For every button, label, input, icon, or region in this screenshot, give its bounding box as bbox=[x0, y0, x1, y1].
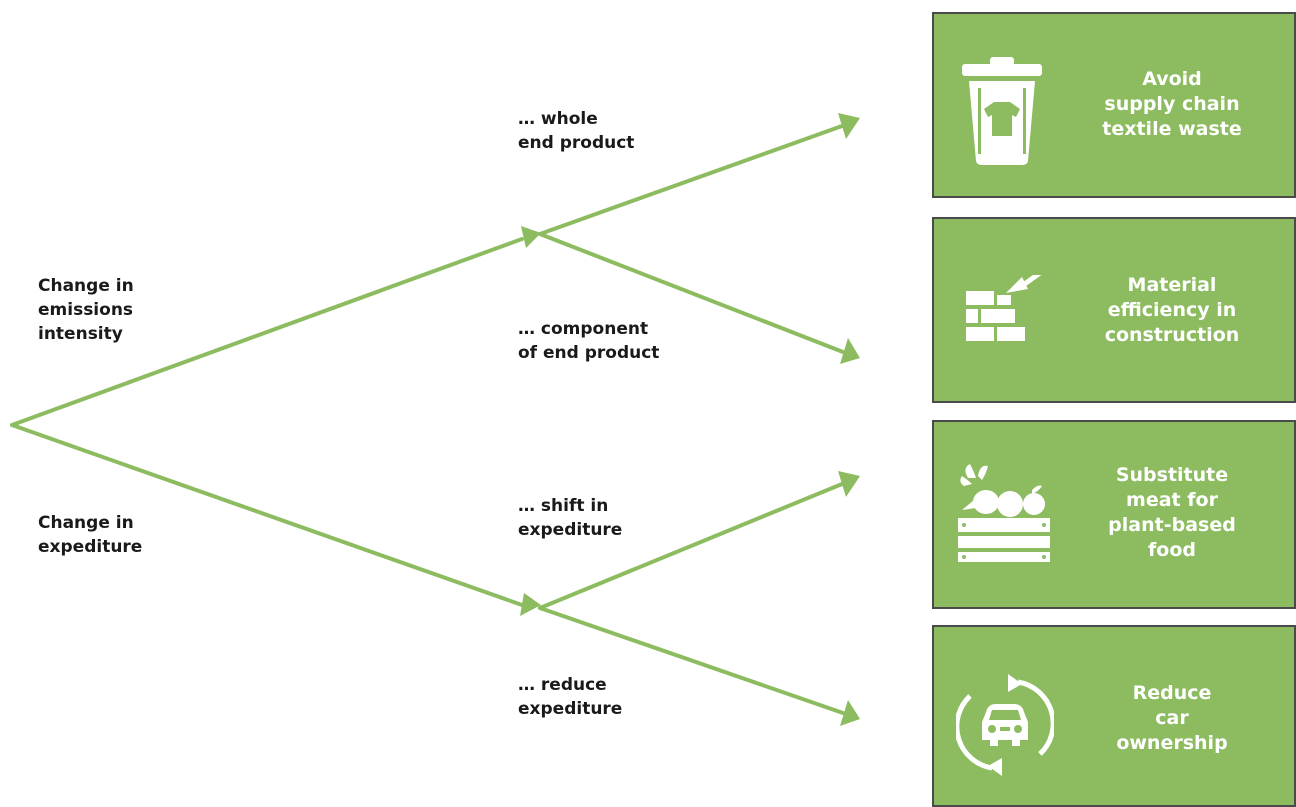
vegetable-crate-icon bbox=[958, 464, 1050, 562]
branch-label-component: … component of end product bbox=[518, 319, 660, 363]
outcome-box-car-ownership: Reduce car ownership bbox=[932, 625, 1296, 807]
root-label-expediture: Change in expediture bbox=[38, 513, 143, 557]
branch-line-reduce bbox=[538, 606, 845, 715]
outcome-label: Substitute meat for plant-based food bbox=[1108, 464, 1236, 561]
arrowhead-mid-upper bbox=[521, 226, 541, 248]
arrowhead-whole bbox=[838, 113, 860, 139]
arrowhead-shift bbox=[838, 471, 860, 497]
outcome-label: Material efficiency in construction bbox=[1104, 274, 1240, 346]
branch-line-root-lower bbox=[10, 423, 524, 607]
outcome-label: Avoid supply chain textile waste bbox=[1102, 68, 1242, 140]
arrowhead-mid-lower bbox=[520, 593, 541, 616]
arrowhead-reduce bbox=[840, 700, 860, 726]
outcome-label: Reduce car ownership bbox=[1116, 682, 1228, 754]
bricks-and-trowel-icon bbox=[966, 275, 1042, 341]
root-label-emissions-intensity: Change in emissions intensity bbox=[38, 276, 134, 344]
trash-can-with-tshirt-icon bbox=[962, 57, 1042, 165]
car-with-cycle-arrows-icon bbox=[956, 674, 1054, 776]
outcome-box-textile-waste: Avoid supply chain textile waste bbox=[932, 12, 1296, 198]
branch-label-reduce-expediture: … reduce expediture bbox=[518, 675, 623, 719]
branch-line-shift bbox=[538, 482, 844, 610]
branch-label-shift-in-expediture: … shift in expediture bbox=[518, 496, 623, 540]
branch-line-root-upper bbox=[10, 237, 524, 427]
branch-line-component bbox=[538, 232, 845, 354]
arrowhead-component bbox=[840, 338, 860, 364]
branch-label-whole-end-product: … whole end product bbox=[518, 109, 635, 153]
branch-line-whole bbox=[538, 124, 844, 236]
outcome-box-construction: Material efficiency in construction bbox=[932, 217, 1296, 403]
outcome-box-plant-based-food: Substitute meat for plant-based food bbox=[932, 420, 1296, 609]
